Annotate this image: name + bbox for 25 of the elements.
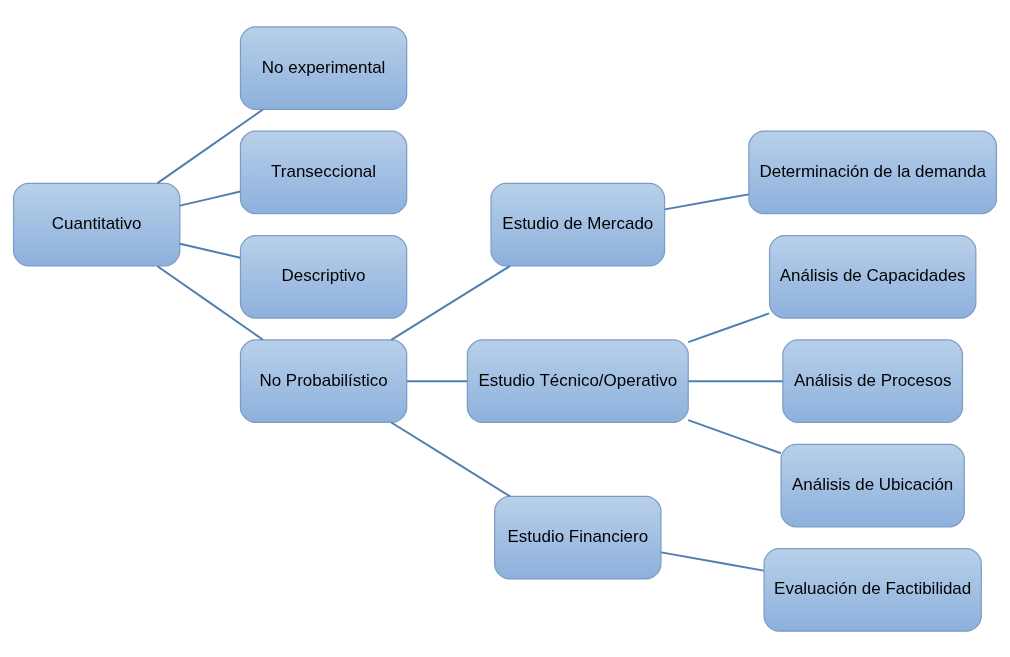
connector bbox=[687, 418, 782, 454]
connector bbox=[390, 264, 512, 341]
connector bbox=[156, 264, 264, 341]
connector bbox=[660, 550, 765, 572]
node-box: Determinación de la demanda bbox=[748, 130, 998, 214]
node-box: No experimental bbox=[239, 25, 408, 110]
connector bbox=[178, 190, 242, 207]
connector bbox=[687, 379, 784, 382]
connector bbox=[663, 192, 750, 210]
connector bbox=[178, 242, 242, 259]
node-box: Estudio Financiero bbox=[494, 495, 662, 580]
connector bbox=[156, 108, 264, 184]
node-box: Estudio Técnico/Operativo bbox=[466, 338, 689, 423]
connector bbox=[390, 421, 512, 497]
connector bbox=[687, 311, 771, 343]
node-box: Evaluación de Factibilidad bbox=[763, 547, 982, 632]
connector bbox=[405, 379, 469, 382]
node-box: Análisis de Procesos bbox=[782, 338, 964, 423]
node-box: Estudio de Mercado bbox=[490, 182, 666, 266]
node-box: No Probabilístico bbox=[239, 338, 408, 423]
node-box: Análisis de Ubicación bbox=[780, 443, 965, 527]
node-box: Descriptivo bbox=[239, 234, 408, 319]
node-box: Análisis de Capacidades bbox=[768, 234, 977, 319]
node-box: Transeccional bbox=[239, 130, 408, 214]
node-box: Cuantitativo bbox=[12, 182, 181, 266]
